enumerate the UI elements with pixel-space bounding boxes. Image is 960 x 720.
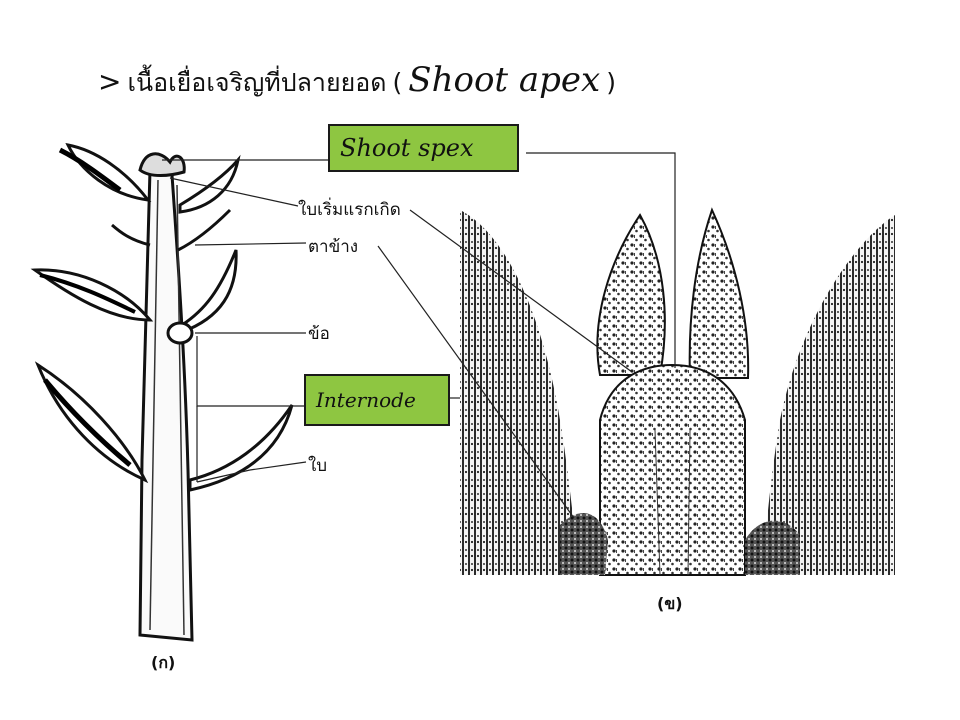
- leaf-lower-left: [34, 361, 149, 484]
- shoot-apex-callout: Shoot spex: [328, 124, 519, 172]
- micro-bud-left: [560, 513, 608, 575]
- title-english: Shoot apex: [408, 60, 601, 100]
- label-node: ข้อ: [308, 324, 330, 344]
- node-bud: [166, 321, 194, 345]
- micro-bud-right: [745, 520, 800, 575]
- title-close-paren: ): [606, 68, 616, 97]
- shoot-drawing: [30, 142, 294, 642]
- stem: [138, 168, 194, 642]
- label-leaf: ใบ: [308, 456, 328, 476]
- slide-title: > เนื้อเยื่อเจริญที่ปลายยอด ( Shoot apex…: [98, 60, 616, 100]
- shoot-apex-tip: [138, 152, 186, 177]
- title-thai: เนื้อเยื่อเจริญที่ปลายยอด: [127, 68, 387, 97]
- leaf-upper-left: [65, 142, 152, 202]
- primordium-right: [688, 207, 750, 379]
- primordium-left: [596, 213, 666, 376]
- apical-dome: [599, 363, 746, 576]
- label-axillary-bud: ตาข้าง: [308, 237, 359, 257]
- leader-lines-left: [162, 159, 328, 483]
- leaf-middle-right: [180, 249, 238, 335]
- internode-callout: Internode: [304, 374, 450, 426]
- label-leaf-primordium: ใบเริ่มแรกเกิด: [298, 200, 401, 220]
- caption-figure-a: (ก): [151, 653, 176, 672]
- caption-figure-b: (ข): [657, 594, 683, 613]
- title-open-paren: (: [392, 68, 403, 97]
- micro-leaf-right: [762, 215, 895, 575]
- apex-micrograph: [460, 205, 895, 577]
- leaf-lower-right: [188, 404, 294, 492]
- leader-lines-right: [377, 152, 676, 519]
- title-arrow: >: [98, 65, 122, 98]
